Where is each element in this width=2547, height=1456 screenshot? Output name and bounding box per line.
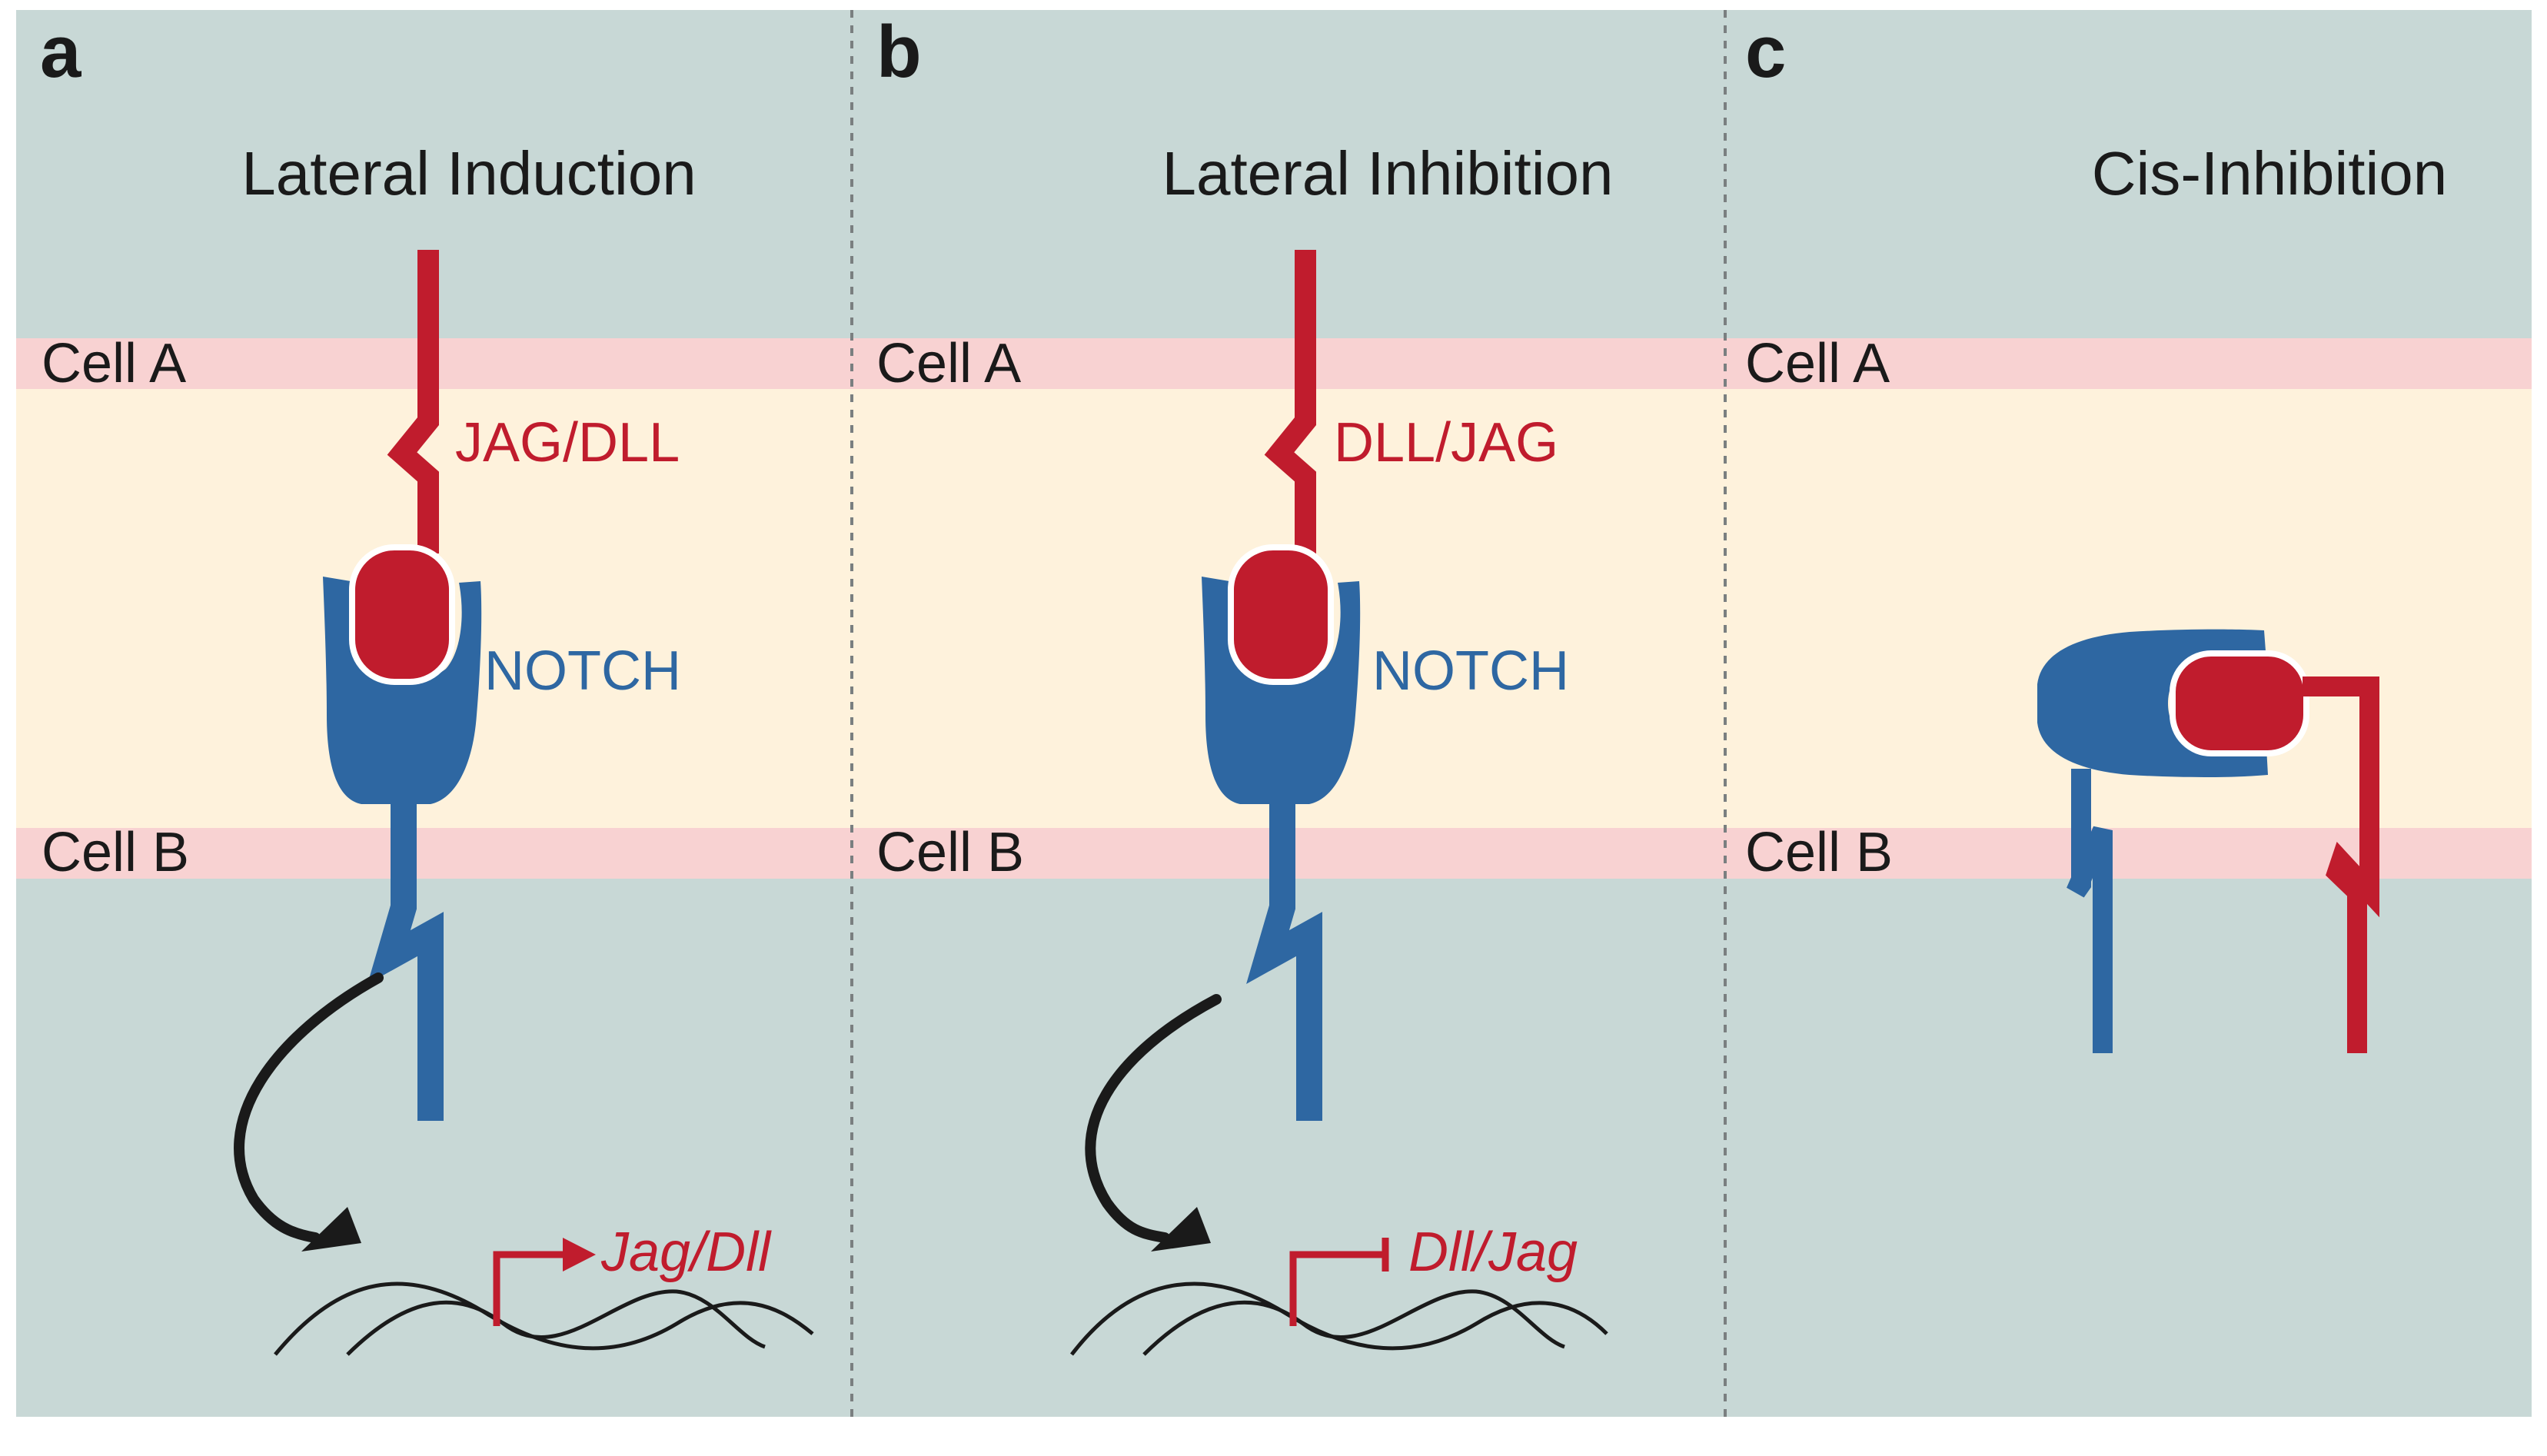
gene-label: Dll/Jag — [1408, 1222, 1578, 1283]
cell-b-label: Cell B — [42, 822, 189, 883]
cell-a-label: Cell A — [876, 333, 1021, 394]
signaling-arrow — [234, 972, 384, 1243]
panel-b: b Lateral Inhibition Cell A Cell B DLL/J… — [876, 11, 1614, 1356]
panel-letter: c — [1745, 11, 1786, 93]
dna-strand — [1070, 1281, 1608, 1356]
cell-a-label: Cell A — [1745, 333, 1890, 394]
notch-label: NOTCH — [484, 640, 681, 702]
signaling-arrowhead — [1151, 1207, 1211, 1252]
signaling-arrow — [1085, 994, 1222, 1243]
promoter-arrowhead — [563, 1238, 596, 1272]
ligand-label: DLL/JAG — [1334, 412, 1558, 474]
promoter-repression — [1289, 1251, 1384, 1326]
cell-a-label: Cell A — [42, 333, 186, 394]
notch-stalk — [367, 804, 444, 1121]
notch-receptor — [323, 577, 482, 804]
notch-receptor — [1202, 577, 1361, 804]
notch-stalk — [2067, 769, 2113, 1053]
dna-strand — [274, 1281, 814, 1356]
notch-receptor — [2037, 629, 2268, 777]
panel-title: Lateral Inhibition — [1162, 139, 1613, 208]
ligand-stalk — [2303, 676, 2379, 1053]
panel-c: c Cis-Inhibition Cell A Cell B — [1745, 11, 2447, 1053]
gene-label: Jag/Dll — [600, 1222, 772, 1283]
signaling-arrowhead — [301, 1207, 361, 1252]
panel-letter: a — [40, 11, 81, 93]
ligand-stalk — [387, 250, 439, 553]
panel-title: Cis-Inhibition — [2092, 139, 2447, 208]
dna-strand — [346, 1289, 766, 1356]
panel-title: Lateral Induction — [241, 139, 697, 208]
ligand-stalk — [1264, 250, 1316, 553]
cell-a-membrane — [16, 338, 2532, 389]
notch-label: NOTCH — [1372, 640, 1569, 702]
promoter-arrow — [493, 1251, 565, 1326]
notch-stalk — [1246, 804, 1322, 1121]
cell-b-label: Cell B — [1745, 822, 1893, 883]
panel-letter: b — [876, 11, 922, 93]
ligand-head — [1228, 544, 1334, 685]
dna-strand — [1142, 1289, 1565, 1356]
cell-b-label: Cell B — [876, 822, 1024, 883]
ligand-label: JAG/DLL — [455, 412, 680, 474]
panel-a: a Lateral Induction Cell A Cell B JAG/DL… — [40, 11, 814, 1356]
ligand-head — [349, 544, 455, 685]
ligand-head — [2170, 650, 2309, 756]
